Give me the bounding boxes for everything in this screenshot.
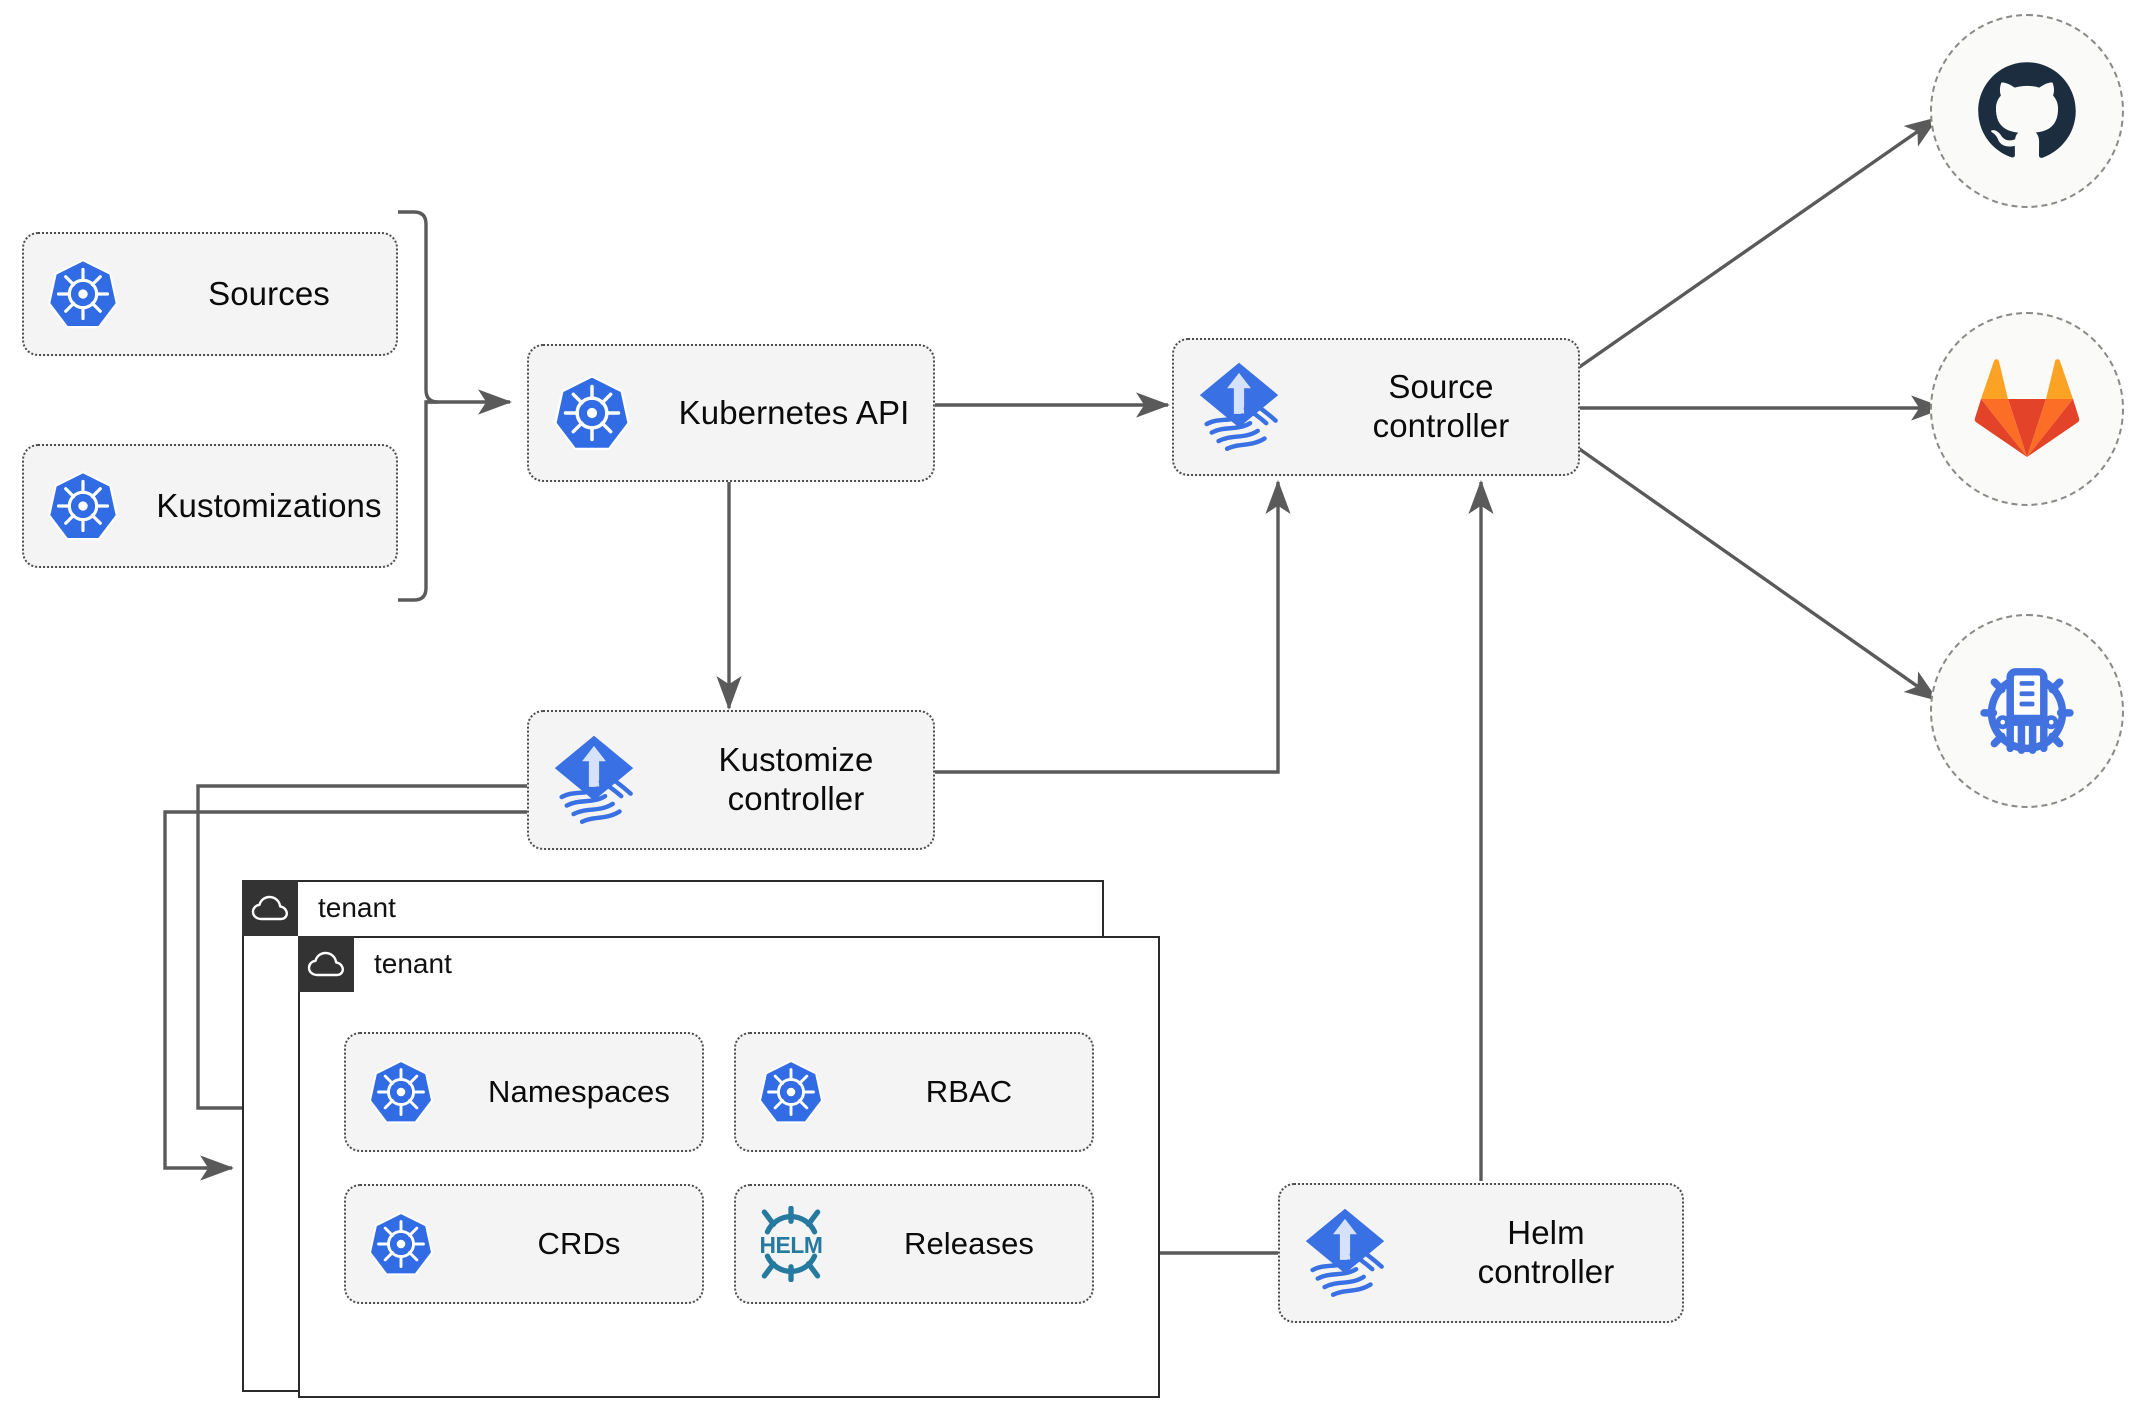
group-bracket: [398, 210, 439, 602]
kubernetes-icon: [24, 258, 142, 330]
tenant-header: tenant: [242, 880, 396, 936]
gitlab-icon: [1974, 359, 2080, 457]
node-sources[interactable]: Sources: [22, 232, 398, 356]
node-label: Namespaces: [488, 1073, 670, 1109]
kubernetes-icon: [529, 374, 655, 452]
oci-registry-icon: [1980, 668, 2074, 754]
edge-source-to-oci: [1577, 446, 1939, 702]
node-label: Kustomizations: [156, 486, 382, 524]
node-namespaces[interactable]: Namespaces: [344, 1032, 704, 1152]
node-label: Helm controller: [1477, 1214, 1615, 1290]
node-crds[interactable]: CRDs: [344, 1184, 704, 1304]
tenant-header: tenant: [298, 936, 452, 992]
node-label: RBAC: [925, 1073, 1013, 1109]
node-releases[interactable]: HELM Releases: [734, 1184, 1094, 1304]
tenant-label: tenant: [298, 892, 396, 924]
node-label: Sources: [208, 274, 330, 312]
provider-oci-registry[interactable]: [1930, 614, 2124, 808]
node-kubernetes-api[interactable]: Kubernetes API: [527, 344, 935, 482]
node-label: Kubernetes API: [678, 393, 910, 431]
tenant-label: tenant: [354, 948, 452, 980]
kubernetes-icon: [346, 1211, 456, 1277]
node-label: Source controller: [1372, 368, 1510, 444]
cloud-icon: [242, 880, 298, 936]
tenant-container-inner[interactable]: tenant: [298, 936, 1160, 1398]
edge-kustomize-to-source: [935, 479, 1291, 774]
provider-github[interactable]: [1930, 14, 2124, 208]
provider-gitlab[interactable]: [1930, 312, 2124, 506]
node-kustomizations[interactable]: Kustomizations: [22, 444, 398, 568]
cloud-icon: [298, 936, 354, 992]
edge-source-to-github: [1577, 116, 1939, 370]
flux-icon: [1280, 1207, 1410, 1299]
node-label: Kustomize controller: [718, 741, 874, 817]
node-label: Releases: [903, 1225, 1035, 1261]
node-kustomize-controller[interactable]: Kustomize controller: [527, 710, 935, 850]
flux-icon: [1174, 361, 1304, 453]
node-source-controller[interactable]: Source controller: [1172, 338, 1580, 476]
svg-text:HELM: HELM: [759, 1232, 822, 1258]
kubernetes-icon: [736, 1059, 846, 1125]
node-rbac[interactable]: RBAC: [734, 1032, 1094, 1152]
node-label: CRDs: [537, 1225, 621, 1261]
helm-icon: HELM: [736, 1206, 846, 1282]
kubernetes-icon: [24, 470, 142, 542]
kubernetes-icon: [346, 1059, 456, 1125]
github-icon: [1978, 62, 2076, 158]
node-helm-controller[interactable]: Helm controller: [1278, 1183, 1684, 1323]
flux-icon: [529, 734, 659, 826]
